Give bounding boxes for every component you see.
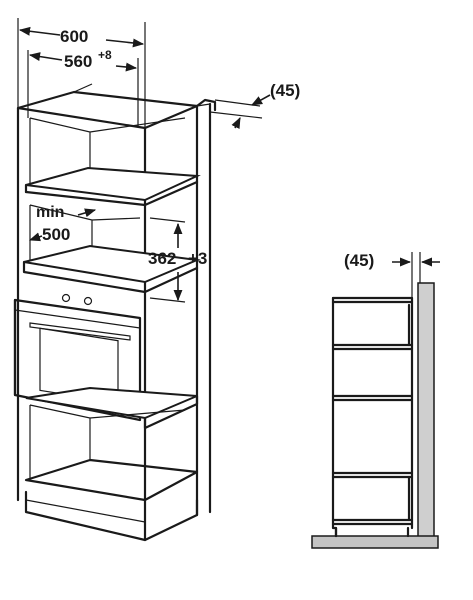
upper-shelf [25,166,201,202]
inner-width-label: 560 [64,52,92,71]
rear-gap-label: (45) [270,81,300,100]
min-depth-label: 500 [42,225,70,244]
overall-width-label: 600 [60,27,88,46]
knob-icon [83,296,93,306]
overall-width-dimension: 600 [17,18,146,128]
rear-gap-dimension: (45) [209,81,300,130]
niche-shelf [23,244,201,284]
inner-width-dimension: 560 +8 [27,48,139,126]
min-depth-dimension: min 500 [28,204,97,244]
cabinet-plinth [24,490,199,542]
cabinet-top [16,90,199,130]
inner-width-tolerance: +8 [98,48,112,62]
lower-compartment [29,404,186,480]
min-label: min [36,204,64,221]
niche-height-label: 362 [148,249,176,268]
niche-height-dimension: 362 +3 [148,217,207,303]
floor [311,535,439,549]
niche-height-tolerance: +3 [188,249,207,268]
side-rear-gap-label: (45) [344,251,374,270]
wall [417,282,435,540]
tall-cabinet [13,83,217,542]
side-section-view: (45) [311,251,440,549]
knob-icon [61,293,71,303]
oven-handle [29,322,131,341]
